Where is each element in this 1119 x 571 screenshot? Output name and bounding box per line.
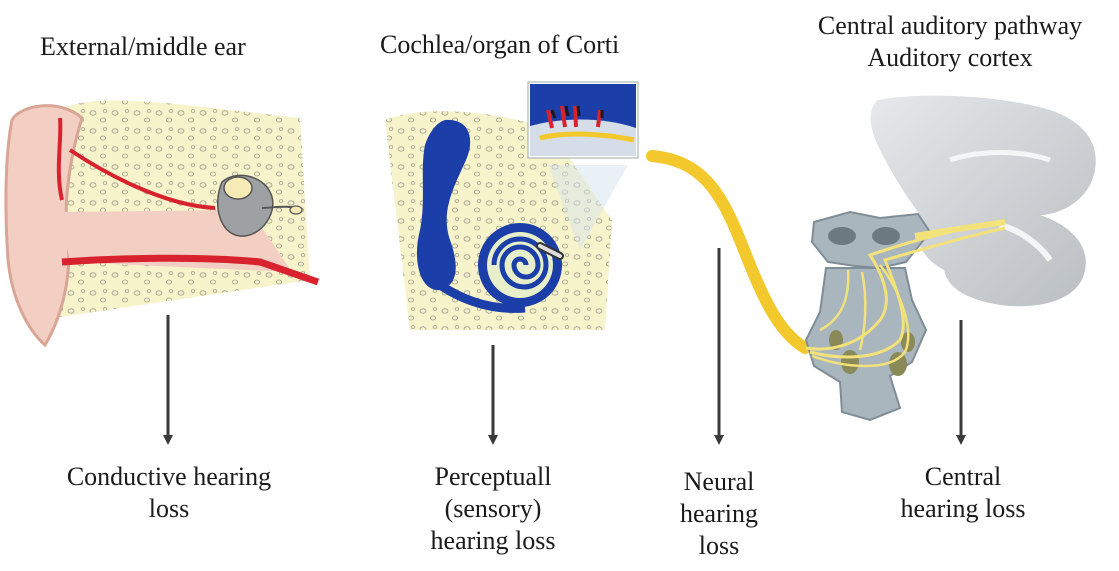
label-neural-line3: loss [660,530,778,562]
heading-external-middle-ear: External/middle ear [40,31,246,63]
auditory-nerve [652,156,805,348]
label-conductive-line1: Conductive hearing [22,461,316,493]
label-central-line1: Central [886,461,1040,493]
label-neural-line1: Neural [660,466,778,498]
label-central-line2: hearing loss [886,493,1040,525]
heading-central-pathway-line2: Auditory cortex [786,42,1114,74]
cochlea-illustration [385,82,638,330]
label-conductive-line2: loss [22,493,316,525]
external-middle-ear-illustration [6,101,318,345]
label-perceptual-line3: hearing loss [400,525,586,557]
heading-cochlea: Cochlea/organ of Corti [380,29,619,61]
label-central-hearing-loss: Central hearing loss [886,461,1040,525]
label-conductive-hearing-loss: Conductive hearing loss [22,461,316,525]
label-perceptual-hearing-loss: Perceptuall (sensory) hearing loss [400,461,586,557]
heading-central-pathway-line1: Central auditory pathway [786,10,1114,42]
central-pathway-illustration [806,96,1096,420]
label-perceptual-line2: (sensory) [400,493,586,525]
heading-central-pathway: Central auditory pathway Auditory cortex [786,10,1114,74]
label-neural-line2: hearing [660,498,778,530]
label-neural-hearing-loss: Neural hearing loss [660,466,778,562]
label-perceptual-line1: Perceptuall [400,461,586,493]
